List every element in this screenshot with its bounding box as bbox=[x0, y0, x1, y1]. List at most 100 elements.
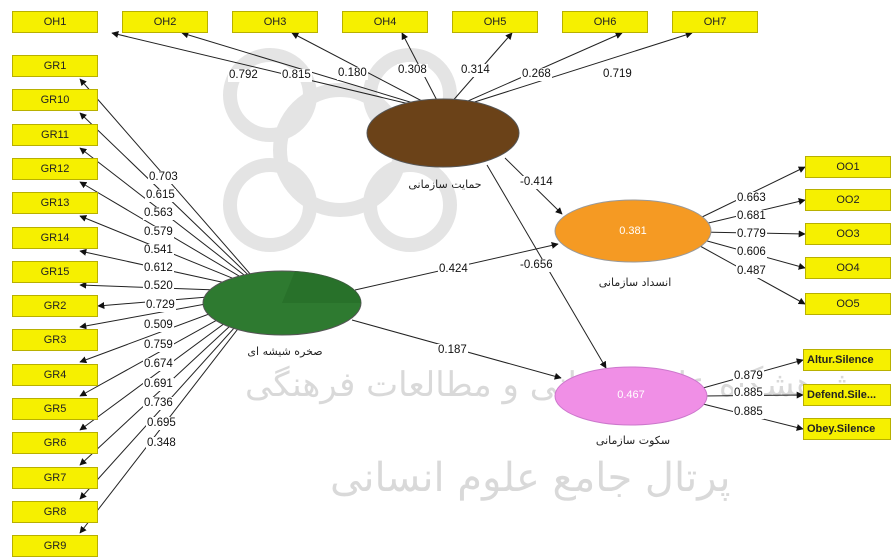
oo-box-1-label: OO1 bbox=[836, 161, 860, 173]
oo-box-3[interactable]: OO3 bbox=[805, 223, 891, 245]
gr-weight-15: 0.348 bbox=[146, 437, 177, 450]
oh-box-3[interactable]: OH3 bbox=[232, 11, 318, 33]
oh-box-4-label: OH4 bbox=[373, 16, 397, 28]
gr-weight-12: 0.691 bbox=[143, 378, 174, 391]
silence-box-1[interactable]: Altur.Silence bbox=[803, 349, 891, 371]
gr-box-7-label: GR15 bbox=[40, 266, 70, 278]
oh-weight-6: 0.268 bbox=[521, 68, 552, 81]
gr-weight-8: 0.729 bbox=[145, 299, 176, 312]
gr-box-11[interactable]: GR5 bbox=[12, 398, 98, 420]
oo-box-2-label: OO2 bbox=[836, 194, 860, 206]
construct-ellipses bbox=[202, 98, 712, 426]
gr-box-11-label: GR5 bbox=[43, 403, 67, 415]
silence-weight-1: 0.879 bbox=[733, 370, 764, 383]
block-ellipse[interactable] bbox=[554, 199, 712, 263]
oh-box-6-label: OH6 bbox=[593, 16, 617, 28]
gr-box-12-label: GR6 bbox=[43, 437, 67, 449]
path-glass-block: 0.424 bbox=[438, 263, 469, 276]
gr-box-15-label: GR9 bbox=[43, 540, 67, 552]
path-glass-silence: 0.187 bbox=[437, 344, 468, 357]
oh-line-2 bbox=[181, 31, 444, 113]
gr-box-6[interactable]: GR14 bbox=[12, 227, 98, 249]
oh-weight-2: 0.815 bbox=[281, 69, 312, 82]
gr-box-14[interactable]: GR8 bbox=[12, 501, 98, 523]
gr-box-10[interactable]: GR4 bbox=[12, 364, 98, 386]
oh-box-3-label: OH3 bbox=[263, 16, 287, 28]
gr-weight-10: 0.759 bbox=[143, 339, 174, 352]
oo-weight-5: 0.487 bbox=[736, 265, 767, 278]
oh-weight-3: 0.180 bbox=[337, 67, 368, 80]
silence-box-2[interactable]: Defend.Sile... bbox=[803, 384, 891, 406]
gr-box-9[interactable]: GR3 bbox=[12, 329, 98, 351]
gr-box-9-label: GR3 bbox=[43, 334, 67, 346]
oh-weight-7: 0.719 bbox=[602, 68, 633, 81]
block-label: انسداد سازمانی bbox=[598, 276, 672, 289]
gr-box-10-label: GR4 bbox=[43, 369, 67, 381]
path-support-silence: -0.656 bbox=[519, 259, 554, 272]
gr-box-8[interactable]: GR2 bbox=[12, 295, 98, 317]
gr-box-7[interactable]: GR15 bbox=[12, 261, 98, 283]
gr-box-1-label: GR1 bbox=[43, 60, 67, 72]
gr-weight-9: 0.509 bbox=[143, 319, 174, 332]
oh-box-1-label: OH1 bbox=[43, 16, 67, 28]
gr-weight-1: 0.703 bbox=[148, 171, 179, 184]
silence-weight-3: 0.885 bbox=[733, 406, 764, 419]
oh-box-7-label: OH7 bbox=[703, 16, 727, 28]
silence-box-1-label: Altur.Silence bbox=[807, 354, 874, 366]
oh-box-7[interactable]: OH7 bbox=[672, 11, 758, 33]
gr-box-2[interactable]: GR10 bbox=[12, 89, 98, 111]
oh-box-6[interactable]: OH6 bbox=[562, 11, 648, 33]
silence-box-3[interactable]: Obey.Silence bbox=[803, 418, 891, 440]
oh-box-4[interactable]: OH4 bbox=[342, 11, 428, 33]
silence-label: سکوت سازمانی bbox=[595, 434, 671, 447]
oh-box-5-label: OH5 bbox=[483, 16, 507, 28]
gr-weight-5: 0.541 bbox=[143, 244, 174, 257]
support-ellipse[interactable] bbox=[366, 98, 520, 168]
gr-box-8-label: GR2 bbox=[43, 300, 67, 312]
gr-weight-3: 0.563 bbox=[143, 207, 174, 220]
gr-box-3-label: GR11 bbox=[41, 129, 69, 141]
gr-weight-13: 0.736 bbox=[143, 397, 174, 410]
glass-label: صخره شیشه ای bbox=[247, 345, 323, 358]
gr-box-5[interactable]: GR13 bbox=[12, 192, 98, 214]
block-r2: 0.381 bbox=[619, 225, 647, 237]
oo-weight-1: 0.663 bbox=[736, 192, 767, 205]
silence-r2: 0.467 bbox=[617, 389, 645, 401]
oo-weight-4: 0.606 bbox=[736, 246, 767, 259]
support-label: حمایت سازمانی bbox=[408, 178, 482, 191]
silence-weight-2: 0.885 bbox=[733, 387, 764, 400]
gr-weight-14: 0.695 bbox=[146, 417, 177, 430]
gr-box-13[interactable]: GR7 bbox=[12, 467, 98, 489]
oh-box-2-label: OH2 bbox=[153, 16, 177, 28]
gr-box-5-label: GR13 bbox=[40, 197, 70, 209]
oo-box-4-label: OO4 bbox=[836, 262, 860, 274]
oo-box-4[interactable]: OO4 bbox=[805, 257, 891, 279]
gr-weight-6: 0.612 bbox=[143, 262, 174, 275]
oo-box-2[interactable]: OO2 bbox=[805, 189, 891, 211]
oo-box-3-label: OO3 bbox=[836, 228, 860, 240]
oh-box-1[interactable]: OH1 bbox=[12, 11, 98, 33]
gr-weight-11: 0.674 bbox=[143, 358, 174, 371]
gr-box-3[interactable]: GR11 bbox=[12, 124, 98, 146]
gr-box-14-label: GR8 bbox=[43, 506, 67, 518]
oo-weight-2: 0.681 bbox=[736, 210, 767, 223]
oh-box-5[interactable]: OH5 bbox=[452, 11, 538, 33]
gr-box-4[interactable]: GR12 bbox=[12, 158, 98, 180]
oo-box-5[interactable]: OO5 bbox=[805, 293, 891, 315]
oh-line-1 bbox=[111, 31, 444, 113]
silence-box-2-label: Defend.Sile... bbox=[807, 389, 877, 401]
gr-box-6-label: GR14 bbox=[40, 232, 70, 244]
gr-weight-4: 0.579 bbox=[143, 226, 174, 239]
oh-weight-4: 0.308 bbox=[397, 64, 428, 77]
connector-lines bbox=[79, 31, 806, 534]
oh-box-2[interactable]: OH2 bbox=[122, 11, 208, 33]
oh-weight-5: 0.314 bbox=[460, 64, 491, 77]
oo-box-1[interactable]: OO1 bbox=[805, 156, 891, 178]
silence-box-3-label: Obey.Silence bbox=[807, 423, 876, 435]
gr-box-15[interactable]: GR9 bbox=[12, 535, 98, 557]
glass-ellipse-slice bbox=[282, 271, 362, 303]
watermark-line2: پرتال جامع علوم انسانی bbox=[330, 455, 731, 501]
gr-box-12[interactable]: GR6 bbox=[12, 432, 98, 454]
silence-ellipse[interactable] bbox=[554, 366, 708, 426]
gr-box-1[interactable]: GR1 bbox=[12, 55, 98, 77]
